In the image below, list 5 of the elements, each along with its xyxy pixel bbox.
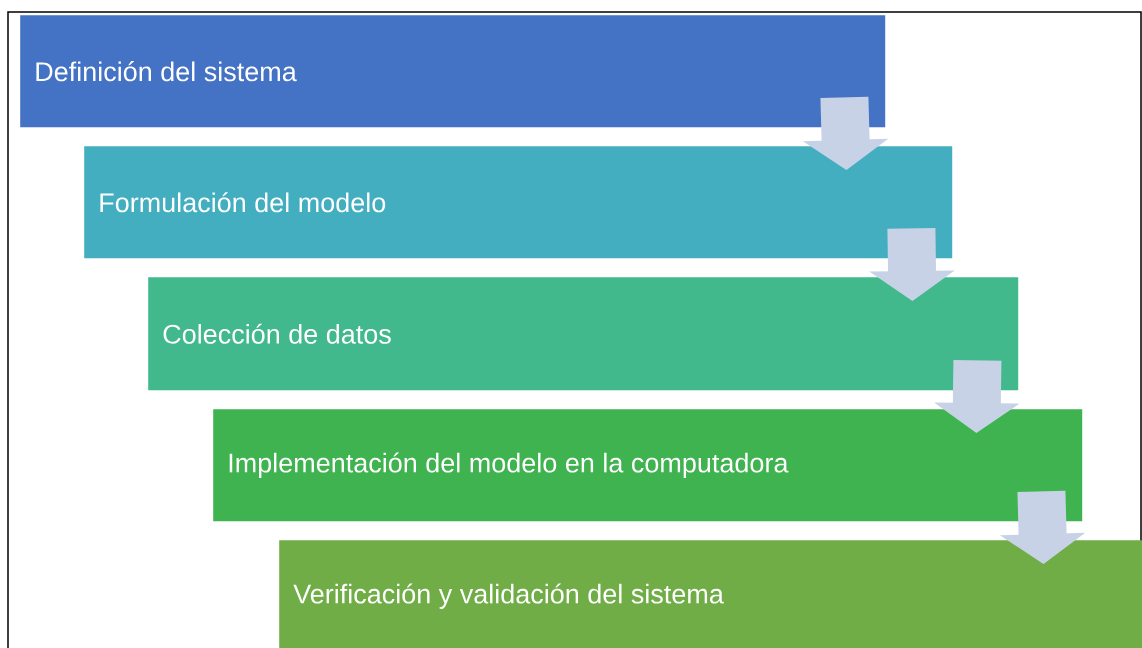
process-box: Formulación del modelo [84, 146, 953, 259]
process-box: Definición del sistema [20, 15, 886, 128]
process-box: Implementación del modelo en la computadora [213, 409, 1083, 522]
process-box: Verificación y validación del sistema [279, 540, 1142, 648]
process-box: Colección de datos [148, 277, 1019, 391]
